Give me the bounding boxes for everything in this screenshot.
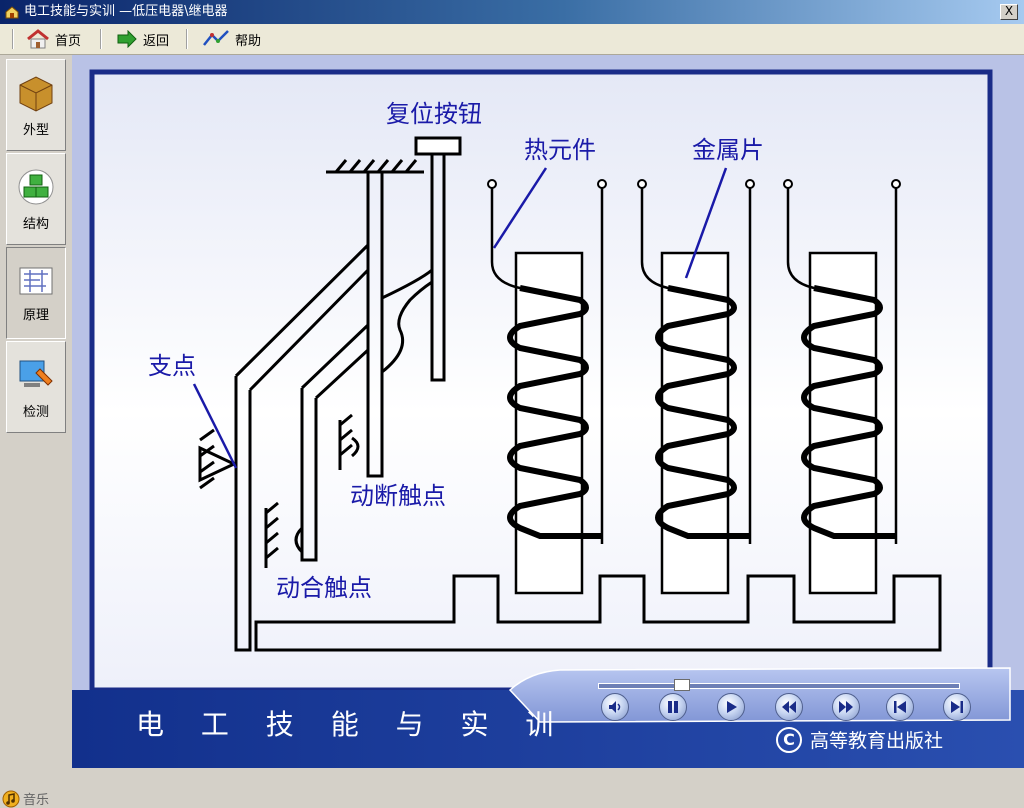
- fast-forward-button[interactable]: [832, 693, 860, 721]
- box-icon: [19, 75, 53, 112]
- copyright-icon: C: [776, 726, 802, 753]
- back-button[interactable]: 返回: [116, 27, 169, 51]
- toolbar-separator: [12, 29, 14, 49]
- brand-title: 电 工 技 能 与 实 训: [136, 708, 568, 741]
- computer-icon: [19, 360, 53, 387]
- progress-track[interactable]: [598, 683, 960, 689]
- sidebar-item-testing[interactable]: 检测: [6, 341, 66, 433]
- sidebar-item-label: 检测: [22, 404, 49, 420]
- sidebar-item-appearance[interactable]: 外型: [6, 59, 66, 151]
- progress-thumb[interactable]: [673, 679, 690, 691]
- sidebar-item-principle[interactable]: 原理: [6, 247, 66, 339]
- cubes-icon: [18, 169, 54, 204]
- pause-icon: [668, 701, 678, 713]
- label-reset-button: 复位按钮: [386, 100, 482, 128]
- heater-coils: [487, 179, 901, 595]
- skip-forward-icon: [951, 701, 963, 713]
- window-title: 电工技能与实训 —低压电器\继电器: [24, 4, 228, 19]
- fast-forward-icon: [839, 701, 853, 713]
- toolbar: 首页 返回 帮助: [0, 24, 1024, 55]
- help-button[interactable]: 帮助: [202, 27, 261, 51]
- sidebar-item-label: 结构: [22, 216, 49, 232]
- help-label: 帮助: [235, 33, 262, 49]
- app-icon: [5, 6, 19, 19]
- toolbar-separator: [186, 29, 188, 49]
- back-label: 返回: [143, 33, 170, 49]
- home-icon: [27, 29, 49, 49]
- relay-diagram: 复位按钮 热元件 金属片 支点 动断触点 动合触点: [72, 55, 1024, 768]
- close-button[interactable]: X: [1000, 4, 1018, 20]
- coil-2: [637, 179, 755, 595]
- volume-button[interactable]: [601, 693, 629, 721]
- schematic-icon: [19, 267, 53, 294]
- leader-lines: [192, 167, 728, 469]
- skip-forward-button[interactable]: [943, 693, 971, 721]
- home-button[interactable]: 首页: [26, 27, 81, 51]
- speaker-icon: [609, 701, 621, 713]
- publisher-name: 高等教育出版社: [810, 730, 944, 752]
- coil-1: [487, 179, 607, 595]
- play-icon: [727, 701, 737, 713]
- rewind-icon: [782, 701, 796, 713]
- sidebar-item-label: 外型: [22, 122, 49, 138]
- label-heating-element: 热元件: [524, 136, 596, 164]
- music-label: 音乐: [23, 793, 50, 808]
- skip-back-button[interactable]: [886, 693, 914, 721]
- rewind-button[interactable]: [775, 693, 803, 721]
- sidebar: 外型 结构 原理 检测 音乐: [0, 55, 70, 808]
- toolbar-separator: [100, 29, 102, 49]
- pause-button[interactable]: [659, 693, 687, 721]
- label-pivot: 支点: [148, 352, 196, 380]
- sidebar-item-label: 原理: [22, 307, 49, 323]
- main-stage: 复位按钮 热元件 金属片 支点 动断触点 动合触点: [72, 55, 1024, 768]
- music-toggle[interactable]: 音乐: [2, 789, 49, 808]
- label-nc-contact: 动断触点: [350, 482, 446, 510]
- home-label: 首页: [55, 33, 82, 49]
- coil-3: [783, 179, 901, 595]
- publisher: C 高等教育出版社: [776, 726, 943, 753]
- title-bar: 电工技能与实训 —低压电器\继电器 X: [0, 0, 1024, 24]
- skip-back-icon: [894, 701, 906, 713]
- help-icon: [203, 30, 229, 46]
- arrow-right-icon: [117, 30, 137, 48]
- music-icon: [2, 790, 20, 807]
- sidebar-item-structure[interactable]: 结构: [6, 153, 66, 245]
- relay-mechanism: [198, 136, 942, 652]
- play-button[interactable]: [717, 693, 745, 721]
- label-no-contact: 动合触点: [276, 574, 372, 602]
- label-metal-strip: 金属片: [692, 136, 764, 164]
